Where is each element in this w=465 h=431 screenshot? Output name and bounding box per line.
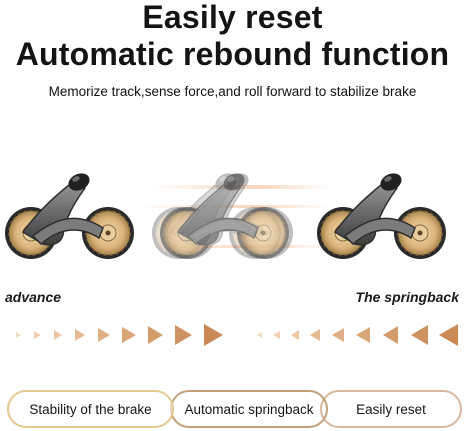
caption-springback: The springback <box>355 289 459 305</box>
headline-line-1: Easily reset <box>142 0 323 35</box>
arrows-back <box>257 324 458 346</box>
brake-unit-advance <box>5 170 134 259</box>
direction-arrows <box>16 324 458 346</box>
feature-pill-stability: Stability of the brake <box>7 390 174 428</box>
feature-pill-reset: Easily reset <box>320 390 462 428</box>
brake-illustration <box>0 160 465 280</box>
feature-pill-springback: Automatic springback <box>170 390 328 428</box>
arrows-forward <box>16 324 223 346</box>
caption-advance: advance <box>5 289 62 305</box>
headline-line-2: Automatic rebound function <box>15 36 450 72</box>
subtitle: Memorize track,sense force,and roll forw… <box>48 84 417 99</box>
brake-unit-motion <box>140 170 330 259</box>
brake-unit-springback <box>317 170 446 259</box>
